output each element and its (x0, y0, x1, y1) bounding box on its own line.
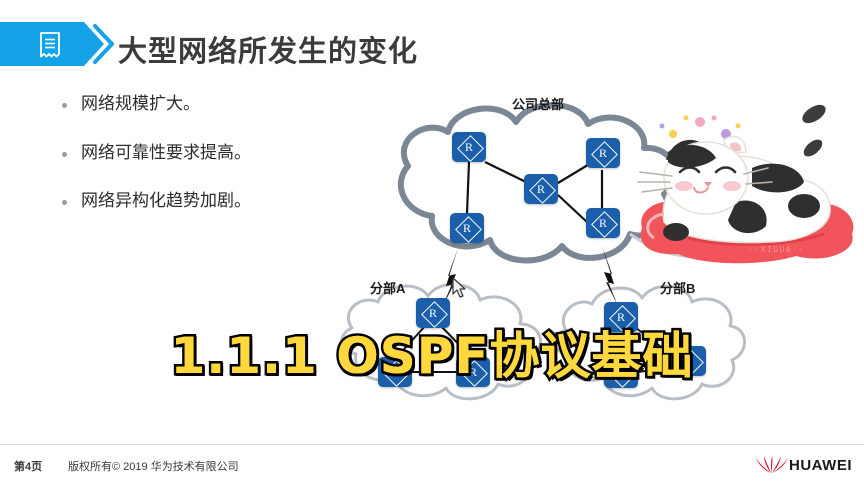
floating-petal-icon (803, 139, 823, 157)
router-node[interactable]: R (586, 208, 620, 238)
router-glyph: R (462, 221, 471, 235)
router-glyph: R (616, 366, 625, 380)
router-glyph: R (468, 365, 477, 379)
bullet-text: 网络规模扩大。 (81, 94, 200, 113)
lightning-connector-right (602, 246, 618, 306)
router-glyph: R (598, 216, 607, 230)
router-node[interactable]: R (672, 346, 706, 376)
cat-head-patch (668, 144, 716, 168)
router-node[interactable]: R (450, 213, 484, 243)
router-node[interactable]: R (416, 298, 450, 328)
footer-divider (0, 444, 864, 445)
header-chevron-outline-icon (93, 24, 114, 64)
watermark-text: ··XIGUA·· (748, 245, 805, 254)
cat-blush-left (675, 181, 693, 191)
branch-b-links (619, 327, 677, 373)
cat-tail (646, 212, 665, 240)
floating-petal-icon (802, 104, 826, 124)
overlay-title-stroke: 1.1.1 OSPF协议基础 (168, 325, 695, 388)
page-title: 大型网络所发生的变化 (118, 36, 419, 68)
cat-eye-right (714, 166, 737, 174)
list-item: 网络规模扩大。 (62, 92, 362, 117)
cat-patch (752, 163, 804, 193)
bullet-dot-icon (62, 103, 67, 108)
document-receipt-icon (40, 32, 60, 58)
list-item: 网络异构化趋势加剧。 (62, 189, 362, 214)
cat-mouth (693, 187, 709, 194)
label-branch-a: 分部A (370, 281, 406, 296)
router-node[interactable]: R (524, 174, 558, 204)
huawei-flower-mark (756, 456, 788, 473)
cat-eye-left (678, 166, 701, 174)
cat-nose (704, 182, 712, 187)
router-node[interactable]: R (456, 357, 490, 387)
huawei-wordmark: HUAWEI (789, 457, 852, 474)
bullet-dot-icon (62, 200, 67, 206)
sparkle-flowers-icon (659, 115, 741, 139)
cat-patch (788, 194, 820, 218)
cushion-crease (687, 232, 825, 246)
router-glyph: R (616, 310, 625, 324)
header-band (0, 22, 84, 66)
router-node[interactable]: R (604, 358, 638, 388)
huawei-logo-icon (756, 456, 788, 473)
router-glyph: R (428, 306, 437, 320)
bullet-text: 网络可靠性要求提高。 (81, 142, 251, 162)
cat-paw (663, 223, 689, 241)
cat-whiskers (637, 167, 773, 193)
overlay-title: 1.1.1 OSPF协议基础 (170, 327, 694, 385)
sleeping-cat-illustration: ··XIGUA·· (628, 96, 864, 266)
page-number: 第4页 (14, 461, 43, 473)
router-glyph: R (684, 354, 693, 368)
router-glyph: R (598, 146, 607, 160)
router-node[interactable]: R (586, 138, 620, 168)
list-item: 网络可靠性要求提高。 (62, 141, 362, 166)
mouse-cursor-icon (452, 277, 466, 298)
label-branch-b: 分部B (660, 281, 696, 296)
bullet-dot-icon (62, 151, 67, 157)
bullet-list: 网络规模扩大。 网络可靠性要求提高。 网络异构化趋势加剧。 (62, 92, 362, 238)
copyright-text: 版权所有© 2019 华为技术有限公司 (68, 461, 239, 473)
router-glyph: R (464, 140, 473, 154)
bullet-text: 网络异构化趋势加剧。 (81, 191, 251, 211)
router-glyph: R (390, 365, 399, 379)
network-topology-diagram: 公司总部 分部A 分部B R R R R R R (330, 80, 750, 440)
lightning-connector-left (442, 248, 458, 308)
cat-patch (728, 200, 767, 234)
router-node[interactable]: R (452, 132, 486, 162)
router-node[interactable]: R (604, 302, 638, 332)
cat-blush-right (723, 181, 741, 191)
router-node[interactable]: R (378, 357, 412, 387)
label-headquarters: 公司总部 (512, 97, 565, 112)
router-glyph: R (536, 182, 545, 196)
